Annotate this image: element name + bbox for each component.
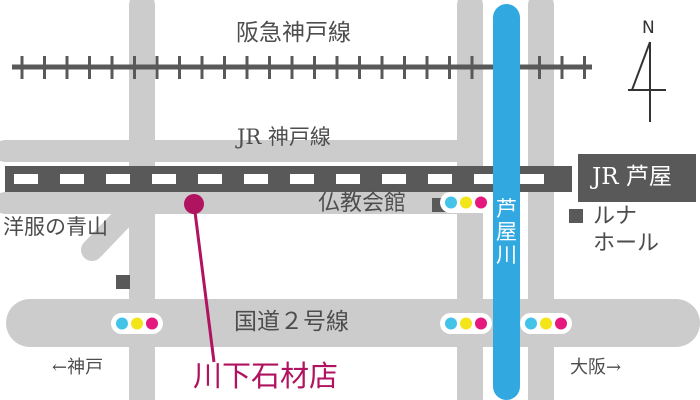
jr-track-dash (14, 174, 38, 184)
luna-hall-marker (569, 209, 583, 223)
hankyu-line-label: 阪急神戸線 (236, 20, 351, 46)
jr-track-dash (244, 174, 268, 184)
traffic-signal-2 (440, 313, 492, 334)
road-branch-diagonal (81, 187, 153, 261)
destination-pin-dot (184, 194, 204, 214)
route-2-label: 国道２号線 (234, 309, 349, 335)
destination-pin (184, 194, 216, 363)
jr-track-dash (60, 174, 84, 184)
jr-track-dash (198, 174, 222, 184)
jr-track-dash (290, 174, 314, 184)
ashiya-river (493, 4, 520, 400)
destination-pin-line (192, 203, 216, 363)
jr-railway (5, 166, 572, 192)
yofuku-aoyama-marker (116, 275, 130, 289)
traffic-signal-1 (111, 313, 163, 334)
jr-ashiya-station-box (578, 154, 696, 202)
jr-track-dash (382, 174, 406, 184)
jr-track-dash (520, 174, 544, 184)
jr-track-dash (336, 174, 360, 184)
traffic-signal-3 (520, 313, 572, 334)
jr-track-dash (428, 174, 452, 184)
direction-east-label: 大阪→ (570, 357, 622, 378)
north-arrow-icon (628, 41, 666, 122)
traffic-signals (111, 192, 572, 334)
traffic-signal-4 (440, 192, 492, 213)
direction-west-label: ←神戸 (52, 357, 104, 378)
luna-hall-label-line1: ルナ (593, 204, 638, 229)
river-label: 芦屋川 (496, 197, 517, 268)
destination-label: 川下石材店 (193, 359, 339, 393)
compass-north-label: N (642, 18, 655, 38)
river-label-text: 芦屋川 (496, 197, 517, 268)
jr-line-label: JR 神戸線 (237, 125, 331, 149)
bukkyo-kaikan-label: 仏教会館 (318, 191, 407, 216)
jr-track-dash (474, 174, 498, 184)
jr-track-dash (152, 174, 176, 184)
luna-hall-label-line2: ホール (593, 231, 660, 256)
jr-track-dashes (14, 174, 544, 184)
jr-track-dash (106, 174, 130, 184)
yofuku-aoyama-label: 洋服の青山 (3, 215, 108, 239)
jr-ashiya-station-label: JR 芦屋 (592, 164, 672, 190)
